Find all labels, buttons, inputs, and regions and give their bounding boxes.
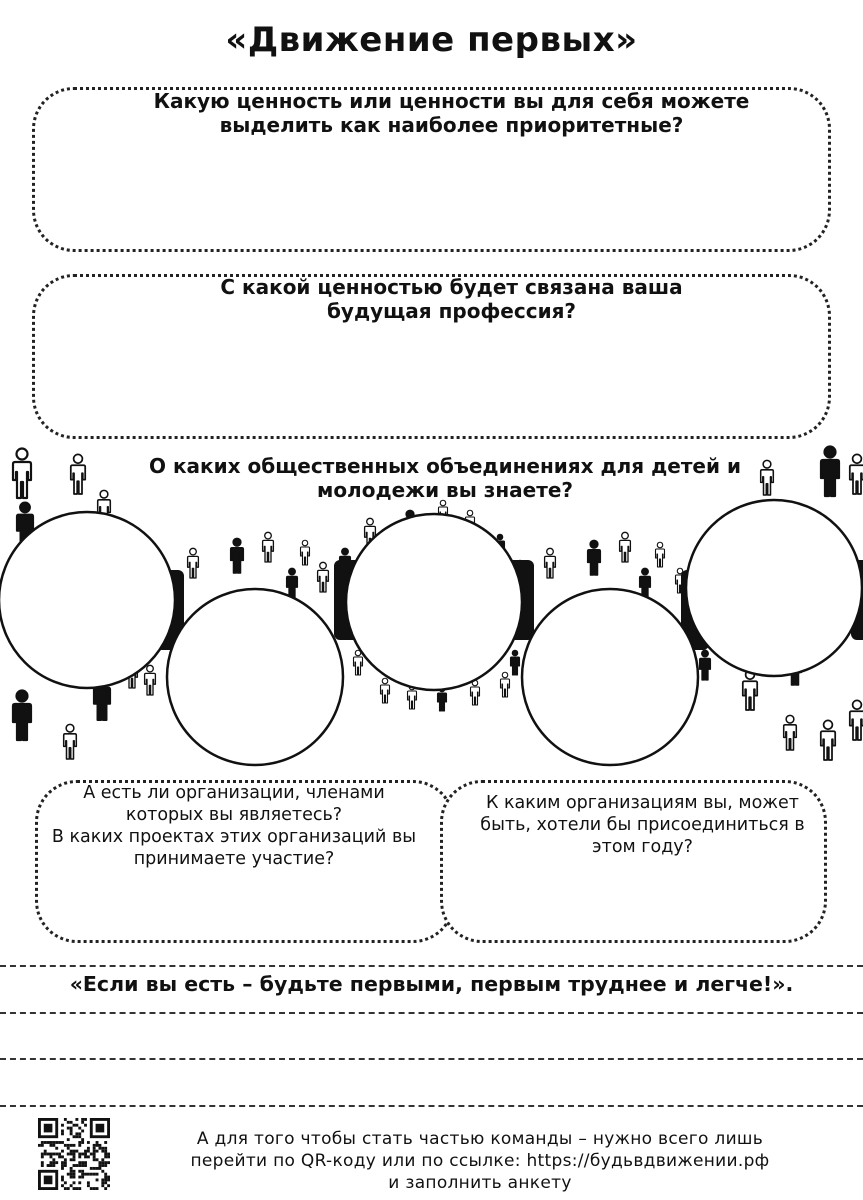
- writing-line[interactable]: [0, 1058, 863, 1060]
- footer-line: и заполнить анкету: [388, 1173, 572, 1193]
- person-icon: [469, 679, 481, 706]
- person-icon: [654, 541, 666, 568]
- person-icon: [759, 459, 775, 496]
- person-icon: [618, 531, 632, 563]
- answer-box-member-organizations[interactable]: [35, 780, 455, 943]
- person-icon: [69, 453, 87, 495]
- question-line: В каких проектах этих организаций вы: [51, 827, 417, 847]
- question-priority-values: Какую ценность или ценности вы для себя …: [32, 89, 863, 137]
- person-icon: [143, 664, 157, 696]
- person-icon: [261, 531, 275, 563]
- question-line: А есть ли организации, членами: [83, 783, 385, 803]
- person-icon: [819, 719, 837, 761]
- person-icon: [638, 567, 652, 599]
- answer-circle[interactable]: [520, 587, 700, 767]
- person-icon: [586, 539, 602, 576]
- slogan: «Если вы есть – будьте первыми, первым т…: [69, 972, 794, 996]
- writing-line[interactable]: [0, 1105, 863, 1107]
- question-line: С какой ценностью будет связана ваша: [220, 275, 683, 299]
- people-crowd-icon: [0, 445, 863, 767]
- person-icon: [819, 445, 841, 498]
- answer-box-future-profession[interactable]: [32, 274, 831, 439]
- person-icon: [741, 669, 759, 711]
- question-youth-associations: О каких общественных объединениях для де…: [0, 454, 863, 502]
- answer-box-join-organizations[interactable]: [440, 780, 827, 943]
- page-title: «Движение первых»: [225, 20, 638, 60]
- person-icon: [848, 453, 863, 495]
- question-line: молодежи вы знаете?: [316, 478, 574, 502]
- person-icon: [316, 561, 330, 593]
- writing-line[interactable]: [0, 965, 863, 967]
- footer-instructions: А для того чтобы стать частью команды – …: [130, 1128, 830, 1194]
- footer-line: перейти по QR-коду или по ссылке: https:…: [190, 1151, 770, 1171]
- answer-circle[interactable]: [165, 587, 345, 767]
- answer-circle[interactable]: [344, 512, 524, 692]
- question-line: быть, хотели бы присоединиться в: [480, 815, 805, 835]
- answer-circle[interactable]: [684, 498, 863, 678]
- person-icon: [62, 723, 78, 760]
- person-icon: [11, 447, 33, 500]
- question-join-organizations: К каким организациям вы, может быть, хот…: [445, 792, 840, 858]
- person-icon: [11, 689, 33, 742]
- footer-line: А для того чтобы стать частью команды – …: [196, 1129, 764, 1149]
- question-line: К каким организациям вы, может: [485, 793, 800, 813]
- person-icon: [352, 649, 364, 676]
- person-icon: [499, 671, 511, 698]
- question-line: О каких общественных объединениях для де…: [149, 454, 741, 478]
- question-member-organizations: А есть ли организации, членами которых в…: [35, 782, 433, 870]
- question-future-profession: С какой ценностью будет связана ваша буд…: [32, 275, 863, 323]
- question-line: этом году?: [592, 837, 693, 857]
- question-line: которых вы являетесь?: [125, 805, 343, 825]
- person-icon: [848, 699, 863, 741]
- qr-code-icon[interactable]: [38, 1118, 110, 1190]
- answer-box-priority-values[interactable]: [32, 87, 831, 252]
- writing-line[interactable]: [0, 1012, 863, 1014]
- person-icon: [229, 537, 245, 574]
- question-line: принимаете участие?: [133, 849, 335, 869]
- person-icon: [186, 547, 200, 579]
- person-icon: [509, 649, 521, 676]
- person-icon: [379, 677, 391, 704]
- question-line: выделить как наиболее приоритетные?: [219, 113, 684, 137]
- person-icon: [543, 547, 557, 579]
- person-icon: [285, 567, 299, 599]
- question-line: Какую ценность или ценности вы для себя …: [153, 89, 750, 113]
- answer-circle[interactable]: [0, 510, 177, 690]
- person-icon: [299, 539, 311, 566]
- person-icon: [782, 714, 798, 751]
- question-line: будущая профессия?: [326, 299, 577, 323]
- person-icon: [698, 649, 712, 681]
